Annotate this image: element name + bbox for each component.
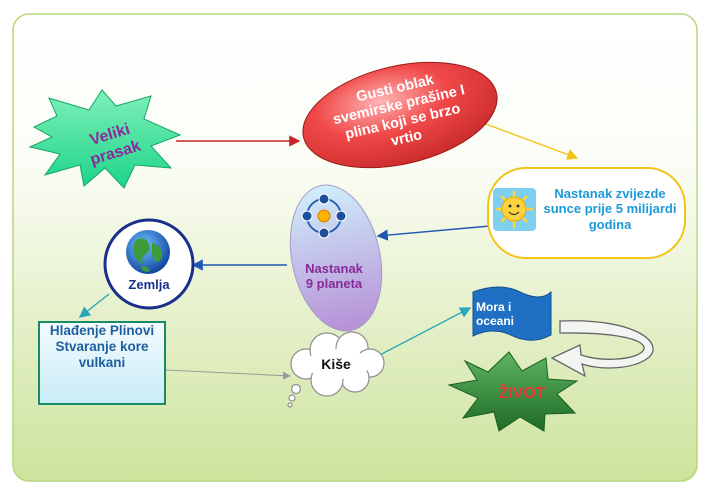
planets-ellipse (289, 184, 383, 332)
earth-label: Zemlja (128, 277, 170, 292)
seas-flag-shape (472, 286, 552, 341)
dust-cloud-ellipse (302, 61, 498, 169)
cooling-label: Hlađenje Plinovi Stvaranje kore vulkani (49, 323, 155, 371)
curved-arrow-seas-to-life (550, 320, 654, 378)
rains-label: Kiše (321, 356, 351, 372)
arrow-cloud-to-sun (474, 119, 579, 160)
big-bang-burst-shape (28, 89, 182, 189)
life-label: ŽIVOT (498, 385, 546, 402)
arrow-rains-to-seas (373, 307, 472, 359)
smiling-sun-icon (493, 188, 536, 231)
solar-system-icon (301, 193, 347, 239)
arrow-sun-to-planets (376, 225, 491, 241)
cooling-box-shape (38, 321, 166, 405)
planets-label: Nastanak 9 planeta (305, 261, 363, 292)
life-star-shape (447, 351, 579, 432)
sun-box-shape (487, 167, 686, 259)
seas-label: Mora i oceani (476, 300, 515, 328)
arrow-earth-to-cooling (78, 293, 110, 318)
arrow-cooling-to-rains (165, 369, 291, 380)
rains-cloud-shape (287, 331, 385, 408)
globe-icon (126, 230, 170, 274)
sun-label: Nastanak zvijezde sunce prije 5 milijard… (543, 186, 677, 232)
